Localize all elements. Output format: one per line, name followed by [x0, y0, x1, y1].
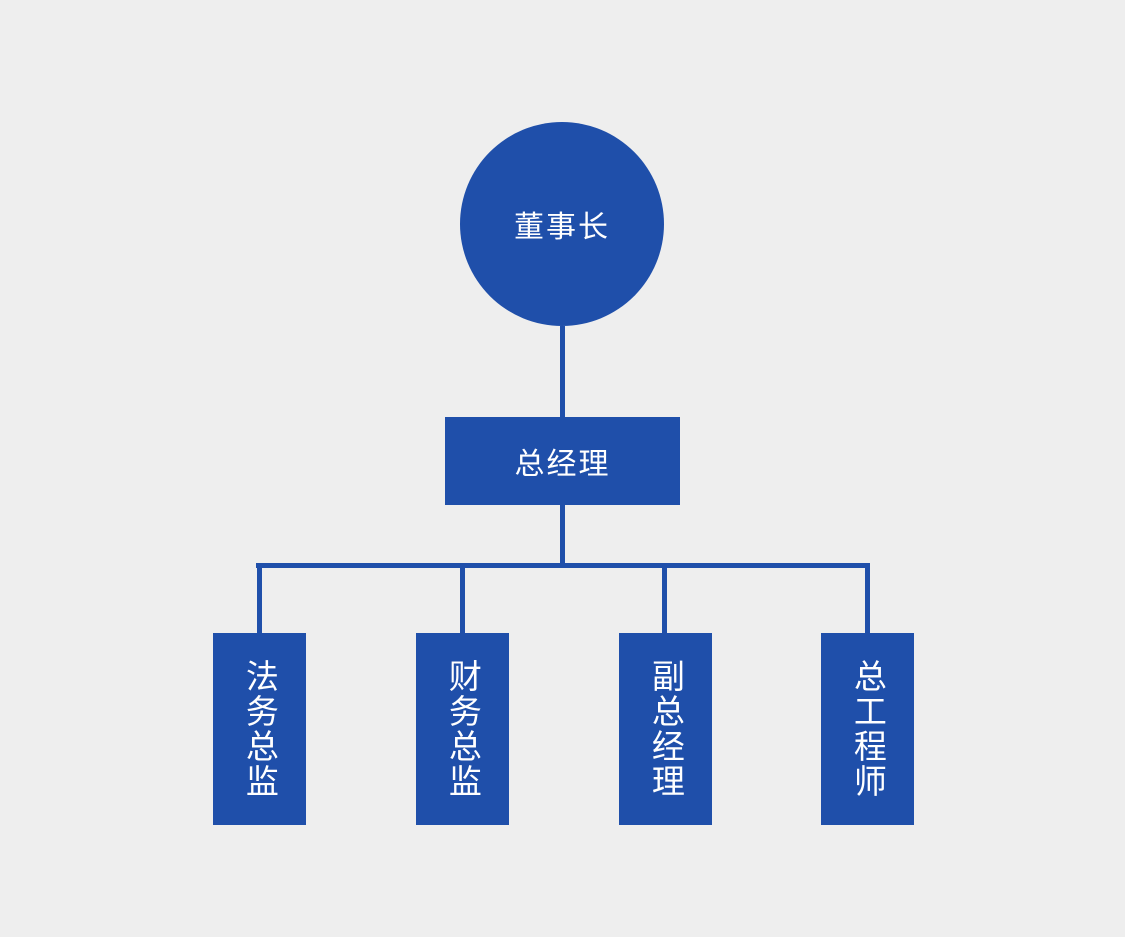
connector-drop-2: [460, 563, 465, 635]
connector-horizontal-bus: [256, 563, 870, 568]
node-chairman-label: 董事长: [514, 211, 610, 244]
node-chief-engineer-label: 总工程师: [849, 659, 887, 799]
connector-chairman-to-gm: [560, 326, 565, 418]
connector-drop-1: [257, 563, 262, 635]
node-finance-director[interactable]: 财务总监: [416, 633, 509, 825]
node-chief-engineer[interactable]: 总工程师: [821, 633, 914, 825]
connector-drop-4: [865, 563, 870, 635]
node-general-manager[interactable]: 总经理: [445, 417, 680, 505]
node-legal-director-label: 法务总监: [241, 659, 279, 799]
node-deputy-general-manager[interactable]: 副总经理: [619, 633, 712, 825]
node-deputy-general-manager-label: 副总经理: [647, 659, 685, 799]
node-general-manager-label: 总经理: [514, 448, 611, 481]
node-legal-director[interactable]: 法务总监: [213, 633, 306, 825]
connector-drop-3: [662, 563, 667, 635]
node-chairman[interactable]: 董事长: [460, 122, 664, 326]
node-finance-director-label: 财务总监: [444, 659, 482, 799]
connector-gm-stem: [560, 504, 565, 566]
